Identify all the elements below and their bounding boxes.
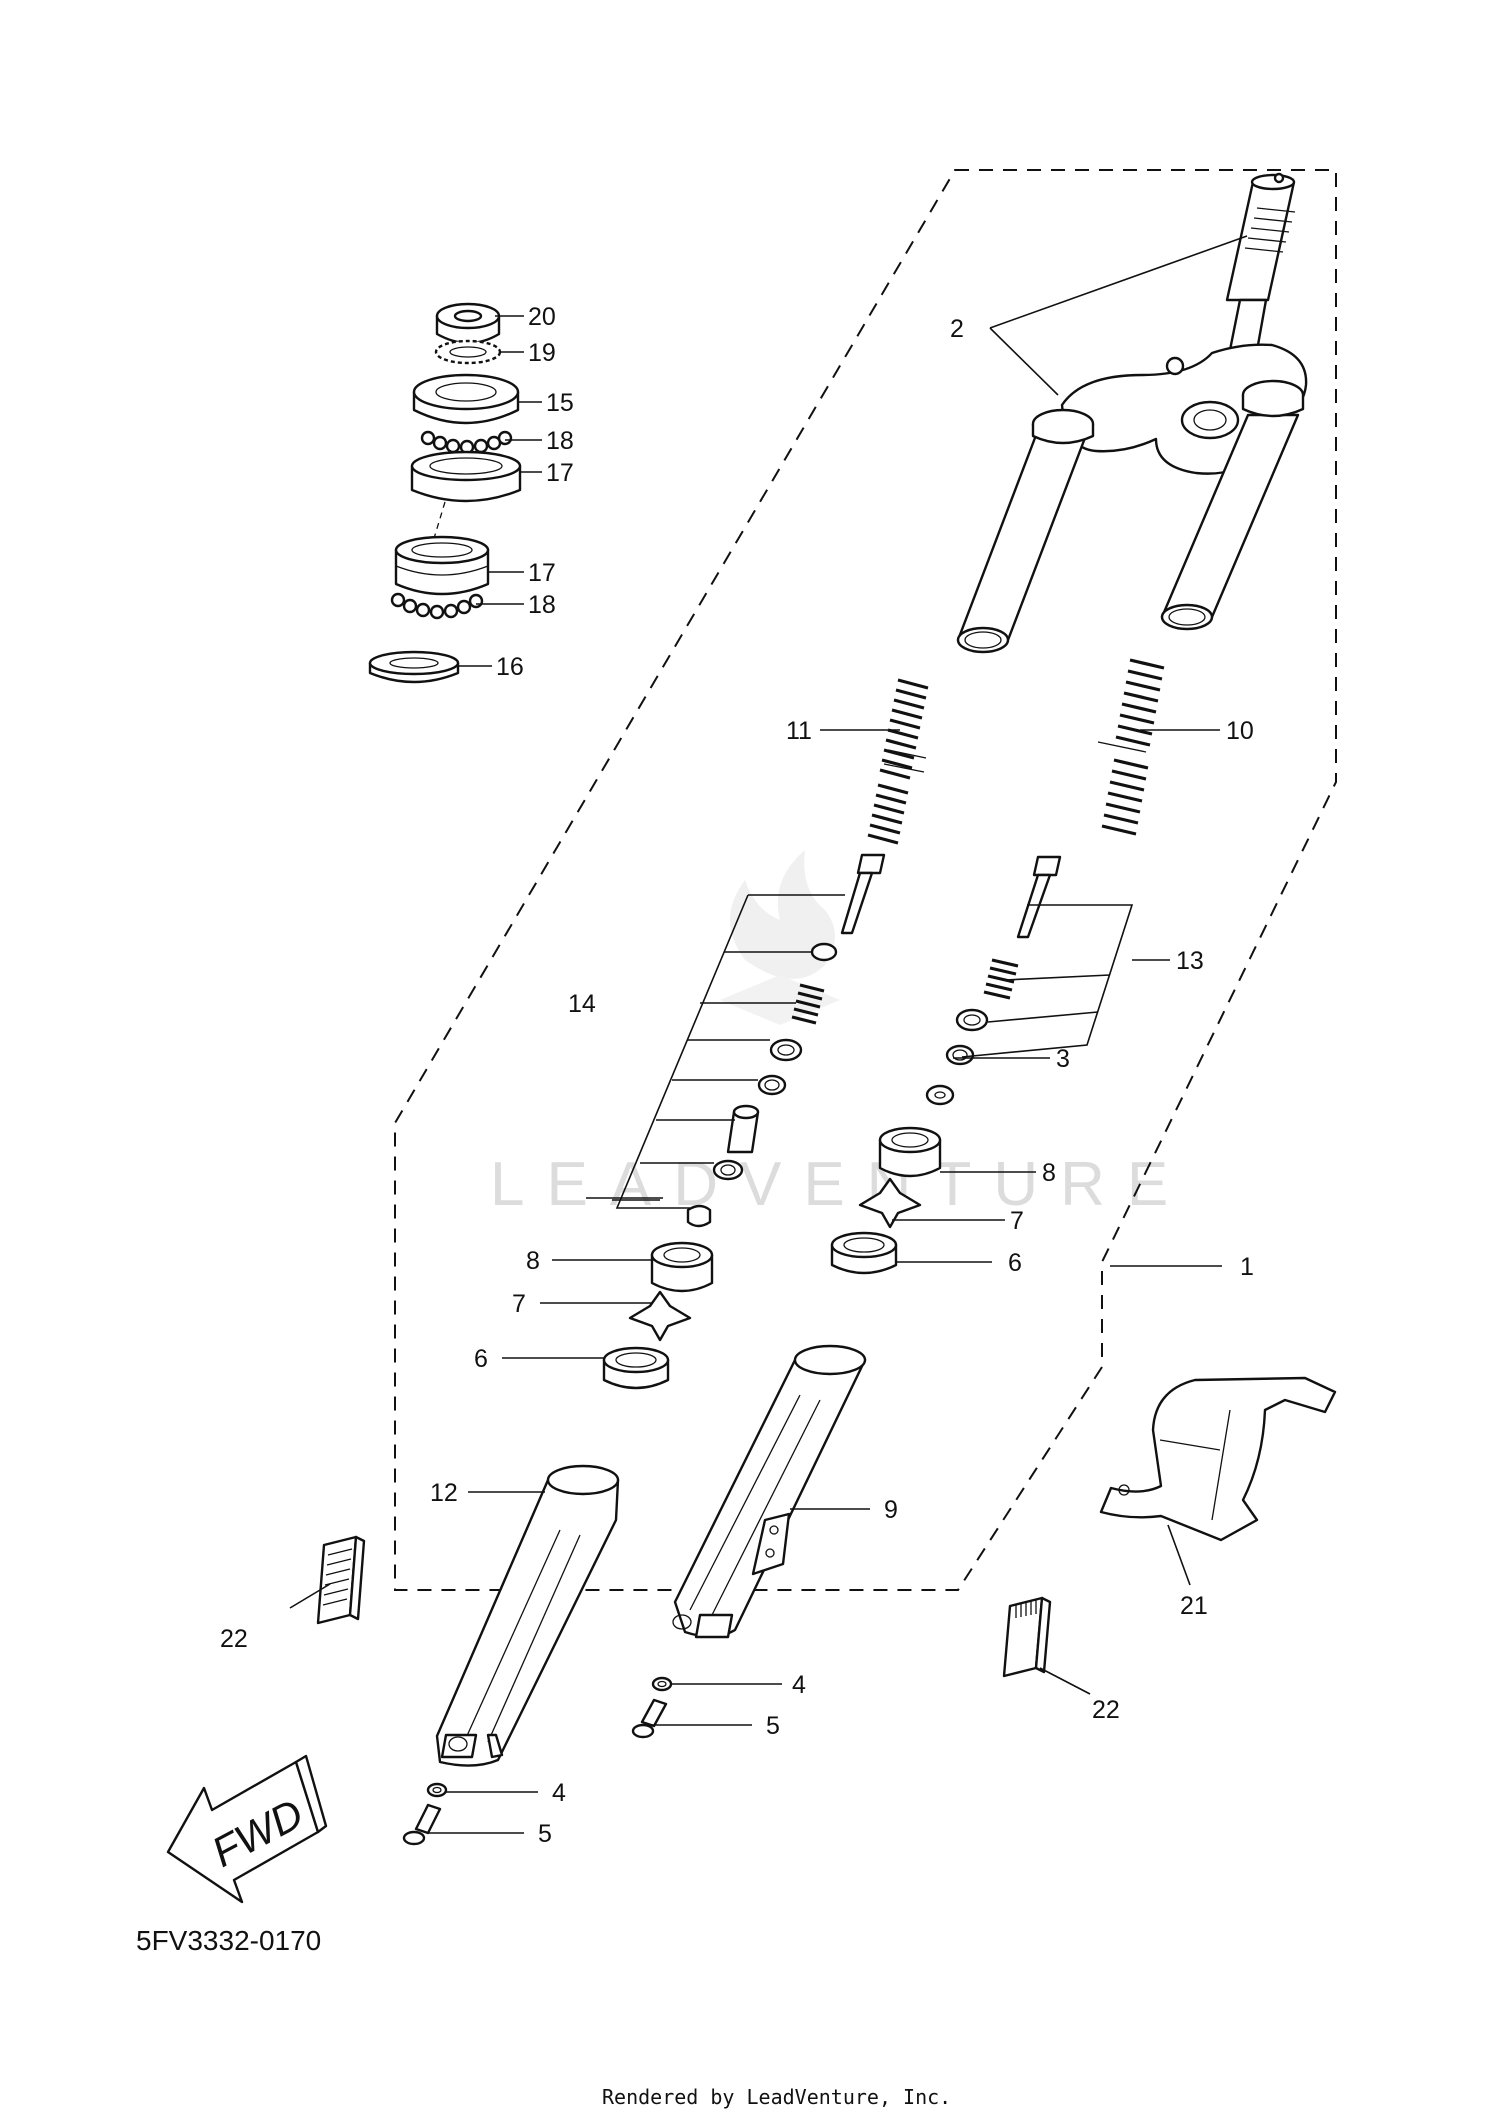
- callout-17-lower: 17: [528, 559, 556, 587]
- callout-4-right: 4: [792, 1671, 806, 1699]
- callout-6-left: 6: [474, 1345, 488, 1373]
- reflector-part-22-left: [316, 1535, 366, 1625]
- fork-spring-part-10: [1097, 658, 1165, 836]
- callout-8-left: 8: [526, 1247, 540, 1275]
- callout-17-upper: 17: [546, 459, 574, 487]
- callout-5-right: 5: [766, 1712, 780, 1740]
- damper-kit-part-13: [945, 958, 1019, 1066]
- render-credit: Rendered by LeadVenture, Inc.: [602, 2085, 951, 2109]
- callout-16: 16: [496, 653, 524, 681]
- callout-13: 13: [1176, 947, 1204, 975]
- callout-22-right: 22: [1092, 1696, 1120, 1724]
- ring-nut-part-20: [435, 302, 501, 345]
- callout-18-upper: 18: [546, 427, 574, 455]
- fwd-direction-arrow: FWD: [166, 1754, 328, 1904]
- callout-4-left: 4: [552, 1779, 566, 1807]
- diagram-code: 5FV3332-0170: [136, 1925, 321, 1956]
- washer-part-3: [925, 1084, 955, 1106]
- callout-7-right: 7: [1010, 1207, 1024, 1235]
- lower-race-part-16: [368, 650, 460, 684]
- callout-numbers: 2 20 19 15 18 17 17 18 16 11 10 13 14 3 …: [220, 303, 1254, 1848]
- lock-washer-part-19: [434, 339, 502, 365]
- watermark-text: LEADVENTURE: [490, 1150, 1190, 1219]
- oil-seal-part-6-left: [602, 1346, 670, 1390]
- steering-bearing-stack: [368, 302, 522, 684]
- balls-part-18-upper: [420, 430, 513, 455]
- steering-stem-bracket-part-2: [956, 172, 1308, 654]
- oil-seal-part-8-left: [650, 1241, 714, 1293]
- callout-10: 10: [1226, 717, 1254, 745]
- bracket-part-21: [1099, 1376, 1337, 1542]
- assembly-boundary-dashed: [394, 169, 1337, 1591]
- callout-14: 14: [568, 990, 596, 1018]
- balls-part-18-lower: [390, 592, 484, 620]
- callout-7-left: 7: [512, 1290, 526, 1318]
- outer-tube-part-12: [435, 1464, 620, 1767]
- ball-race-cover-part-15: [412, 373, 520, 425]
- leader-lines: [289, 235, 1248, 1834]
- clip-part-7-right: [858, 1177, 922, 1229]
- damper-rod-right: [1016, 855, 1062, 939]
- ball-race-part-17-upper: [410, 450, 522, 503]
- reflector-part-22-right: [1002, 1596, 1052, 1678]
- oil-seal-part-8-right: [878, 1126, 942, 1178]
- callout-11: 11: [786, 717, 812, 745]
- ball-race-part-17-lower: [394, 535, 490, 596]
- callout-9: 9: [884, 1496, 898, 1524]
- callout-21: 21: [1180, 1592, 1208, 1620]
- callout-2: 2: [950, 315, 964, 343]
- callout-12: 12: [430, 1479, 458, 1507]
- callout-19: 19: [528, 339, 556, 367]
- callout-15: 15: [546, 389, 574, 417]
- callout-5-left: 5: [538, 1820, 552, 1848]
- callout-20: 20: [528, 303, 556, 331]
- damper-kit-part-14: [686, 942, 838, 1228]
- callout-1: 1: [1240, 1253, 1254, 1281]
- callout-3: 3: [1056, 1045, 1070, 1073]
- damper-rod-left: [840, 853, 886, 935]
- bolt-part-5-right: [631, 1698, 668, 1739]
- callout-8-right: 8: [1042, 1159, 1056, 1187]
- washer-part-4-left: [426, 1782, 448, 1798]
- washer-part-4-right: [651, 1676, 673, 1692]
- oil-seal-part-6-right: [830, 1231, 898, 1275]
- outer-tube-part-9: [672, 1344, 867, 1639]
- callout-6-right: 6: [1008, 1249, 1022, 1277]
- callout-18-lower: 18: [528, 591, 556, 619]
- fork-spring-part-11: [867, 678, 929, 845]
- clip-part-7-left: [628, 1290, 692, 1342]
- callout-22-left: 22: [220, 1625, 248, 1653]
